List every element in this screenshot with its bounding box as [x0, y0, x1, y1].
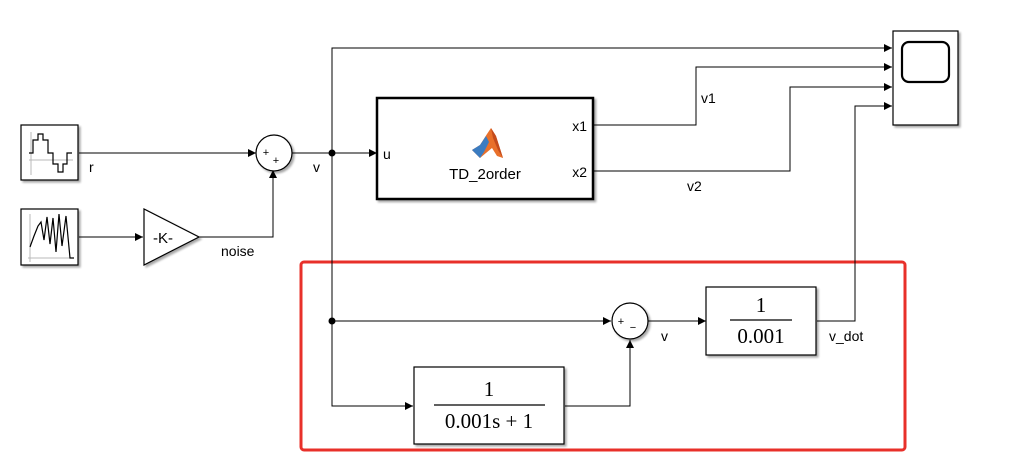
scope-block[interactable]: [892, 30, 959, 126]
gain-label: -K-: [153, 230, 173, 247]
highlight-box: [299, 260, 907, 452]
signal-label-v2: v2: [687, 178, 702, 194]
tf-gain-numerator: 1: [756, 293, 767, 317]
td-port-u: u: [383, 146, 391, 162]
gain-block[interactable]: -K-: [143, 208, 201, 266]
signal-label-noise: noise: [221, 243, 255, 259]
signal-label-r: r: [89, 159, 94, 175]
noise-source-block[interactable]: [20, 208, 79, 266]
wire-noise: [199, 170, 277, 238]
sum2-sign-bottom: −: [630, 322, 636, 334]
wire-v1: [594, 63, 892, 126]
tf-filter-numerator: 1: [484, 377, 495, 401]
branch-point-1: [328, 149, 336, 157]
wire-filtered: [565, 340, 634, 407]
sum2-sign-left: +: [618, 316, 624, 328]
td-port-x2: x2: [572, 164, 587, 180]
tf-filter-block[interactable]: 1 0.001s + 1: [413, 366, 565, 445]
branch-point-2: [328, 317, 336, 325]
sum1-block[interactable]: + +: [255, 134, 293, 172]
scope-screen-icon: [900, 40, 951, 84]
wire-v-to-scope: [331, 44, 892, 153]
tf-gain-block[interactable]: 1 0.001: [705, 286, 817, 356]
signal-label-v1: v1: [701, 90, 716, 106]
signal-builder-block[interactable]: [20, 124, 79, 181]
td-2order-block[interactable]: u x1 x2 TD_2order: [375, 96, 595, 201]
wire-v2: [594, 83, 892, 172]
tf-filter-denominator: 0.001s + 1: [445, 409, 533, 433]
signal-label-v-dot: v_dot: [829, 328, 863, 344]
tf-gain-denominator: 0.001: [737, 324, 784, 348]
matlab-logo-icon: [472, 128, 503, 158]
td-title: TD_2order: [449, 166, 521, 183]
noise-source-icon: [28, 214, 74, 262]
sum2-block[interactable]: + −: [611, 302, 649, 340]
sum1-sign-top: +: [263, 147, 269, 159]
sum1-sign-bottom: +: [273, 155, 279, 167]
signal-lines: [79, 44, 892, 410]
signal-label-v-sum2: v: [661, 328, 668, 344]
signal-label-v: v: [313, 159, 320, 175]
wire-v-dot: [817, 102, 892, 322]
td-port-x1: x1: [572, 118, 587, 134]
wire-v-down: [331, 153, 413, 410]
